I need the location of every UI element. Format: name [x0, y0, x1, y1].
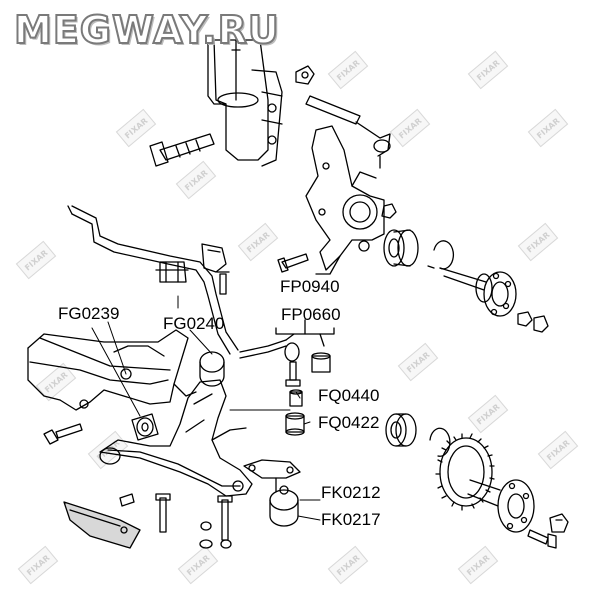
part-label-fq0422[interactable]: FQ0422 [318, 413, 380, 432]
strut-nut [295, 65, 315, 85]
clamp-bolt [216, 271, 230, 295]
part-label-fg0239[interactable]: FG0239 [58, 304, 120, 323]
ball-joint [243, 459, 301, 527]
link-bushing [311, 352, 331, 373]
knuckle-bolt [277, 253, 309, 273]
circlip-upper [427, 240, 455, 270]
part-label-fg0240[interactable]: FG0240 [163, 314, 225, 333]
abs-tone-ring [435, 433, 495, 511]
hub-nut-lower [549, 513, 569, 533]
wheel-bearing-lower [385, 413, 417, 447]
hub-flange-lower [467, 479, 535, 533]
hub-nut-upper [517, 311, 549, 333]
arm-bushing-fq0422 [285, 412, 305, 436]
stabilizer-bushing [155, 261, 189, 283]
strut-bolt [149, 133, 215, 167]
lower-bolts [119, 493, 233, 549]
lower-control-arm [99, 379, 253, 497]
steering-knuckle [305, 125, 385, 275]
strut-assembly [207, 39, 283, 167]
knuckle-nut [358, 203, 397, 252]
part-label-fp0940[interactable]: FP0940 [280, 277, 340, 296]
subframe [27, 329, 197, 411]
stabilizer-bar [67, 205, 239, 355]
subframe-bolt [43, 423, 83, 445]
leader-lines [91, 295, 321, 521]
stabilizer-link [239, 339, 301, 387]
part-label-fq0440[interactable]: FQ0440 [318, 386, 380, 405]
heat-shield-bracket [63, 501, 141, 549]
control-arm-bushing-front [131, 413, 159, 441]
part-label-fp0660[interactable]: FP0660 [281, 305, 341, 324]
arm-bushing-fq0440 [289, 389, 303, 407]
hub-flange-upper [439, 267, 517, 317]
site-logo: MEGWAY.RU [13, 7, 280, 53]
hub-bolt-lower [527, 529, 557, 549]
stabilizer-clamp [201, 243, 227, 273]
callout-bracket-fp [275, 319, 335, 347]
tie-rod [305, 95, 391, 169]
circlip-lower [429, 427, 451, 457]
part-label-fk0217[interactable]: FK0217 [321, 510, 381, 529]
part-label-fk0212[interactable]: FK0212 [321, 483, 381, 502]
wheel-bearing-upper [383, 229, 419, 267]
control-arm-bushing-rear [199, 351, 225, 387]
